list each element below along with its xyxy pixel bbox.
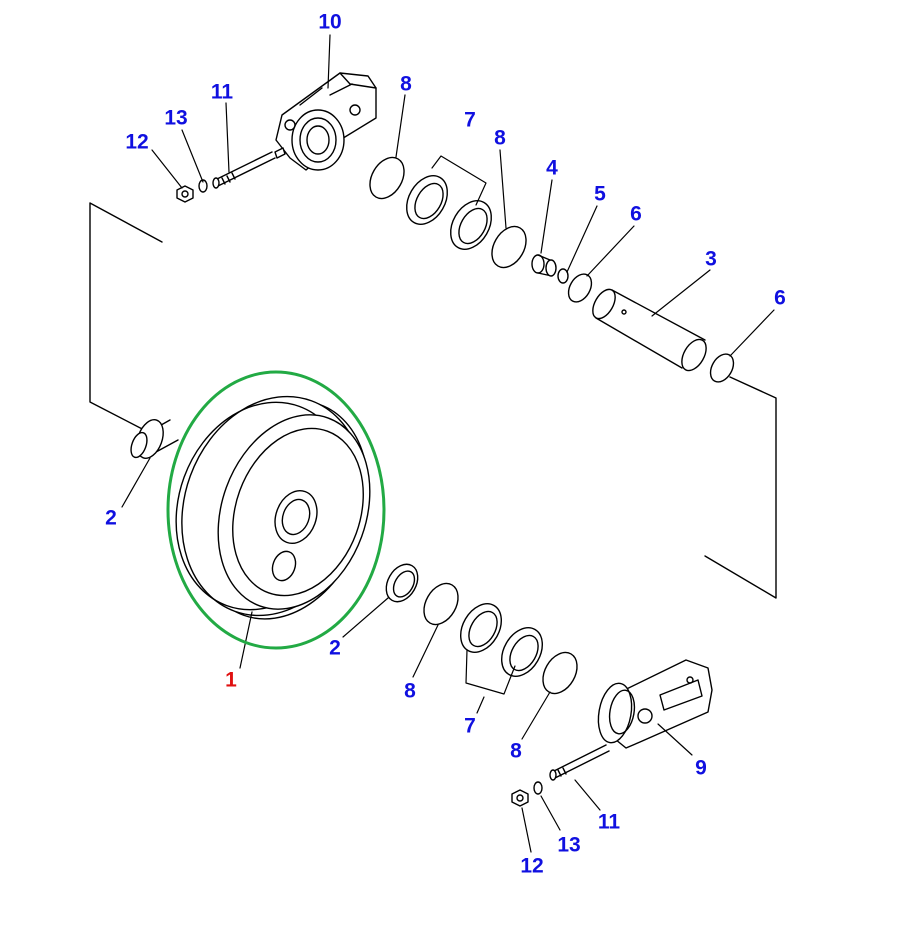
callout-6-oring-left: 6 <box>630 202 642 226</box>
frame-lines <box>89 202 777 599</box>
seal-stack-upper <box>369 156 527 269</box>
callout-9-bearing-housing: 9 <box>695 756 707 780</box>
callout-2-bushing-right: 2 <box>329 636 341 660</box>
o-ring-small <box>557 268 569 284</box>
callout-12-nut-lower: 12 <box>520 854 544 878</box>
callout-11-bolt-upper: 11 <box>210 80 234 104</box>
bushing-right <box>385 563 419 603</box>
callout-12-nut-upper: 12 <box>125 130 149 154</box>
callout-6-oring-right: 6 <box>774 286 786 310</box>
idler-wheel <box>175 395 371 620</box>
bearing-housing-upper <box>275 72 377 171</box>
bushing-left <box>130 419 179 459</box>
callout-8-oring-upper-b: 8 <box>494 126 506 150</box>
bearing-housing-lower <box>597 659 713 749</box>
callout-5-oring-small: 5 <box>594 182 606 206</box>
nut-washer-upper <box>176 179 208 203</box>
callout-8-oring-upper-a: 8 <box>400 72 412 96</box>
seal-stack-lower <box>423 582 578 695</box>
callout-11-bolt-lower: 11 <box>597 810 621 834</box>
callout-2-bushing-left: 2 <box>105 506 117 530</box>
o-ring-right <box>709 353 735 383</box>
leader-lines <box>121 34 775 853</box>
plug <box>531 254 557 277</box>
callout-13-washer-lower: 13 <box>557 833 581 857</box>
callout-8-oring-lower-a: 8 <box>404 679 416 703</box>
callout-13-washer-upper: 13 <box>164 106 188 130</box>
bolt-lower <box>549 744 610 781</box>
callout-1-idler: 1 <box>225 668 237 692</box>
callout-10-bearing-housing: 10 <box>318 10 342 34</box>
callout-7-seal-upper: 7 <box>464 108 476 132</box>
callout-7-seal-lower: 7 <box>464 714 476 738</box>
highlight-ring <box>166 370 386 650</box>
callout-3-shaft: 3 <box>705 247 717 271</box>
bolt-upper <box>212 147 286 189</box>
shaft <box>592 288 707 372</box>
callout-8-oring-lower-b: 8 <box>510 739 522 763</box>
nut-washer-lower <box>511 781 543 807</box>
callout-4-plug: 4 <box>546 156 558 180</box>
o-ring-left <box>567 273 593 303</box>
